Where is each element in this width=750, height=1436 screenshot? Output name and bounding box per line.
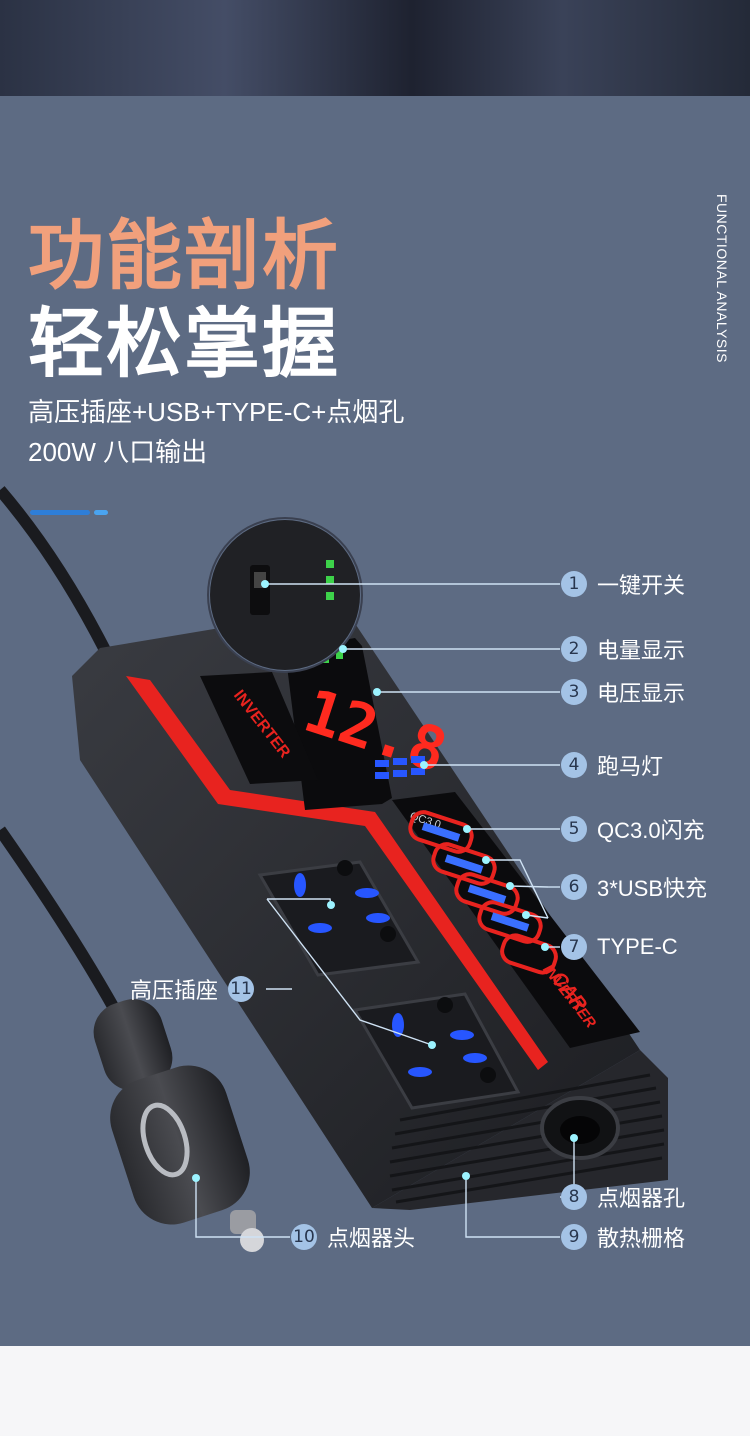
callout-power-switch: 1 一键开关: [561, 569, 685, 599]
top-photo-strip: [0, 0, 750, 96]
accent-bar: [30, 510, 90, 515]
callout-label: 电压显示: [597, 681, 686, 706]
callout-number: 9: [561, 1224, 587, 1250]
callout-running-light: 4 跑马灯: [561, 750, 663, 780]
callout-label: 3*USB快充: [597, 876, 708, 901]
callout-lighter-socket: 8 点烟器孔: [561, 1182, 685, 1212]
power-cable: [0, 486, 116, 663]
switch-inset: [207, 517, 363, 673]
cigarette-plug-head: [93, 999, 264, 1252]
callout-number: 1: [561, 571, 587, 597]
callout-label: 点烟器孔: [597, 1186, 686, 1211]
callout-label: 高压插座: [130, 978, 219, 1003]
accent-bar-dot: [94, 510, 108, 515]
callout-number: 6: [561, 874, 587, 900]
subtitle-line-2: 200W 八口输出: [28, 437, 208, 467]
callout-qc-charge: 5 QC3.0闪充: [561, 814, 705, 844]
callout-type-c: 7 TYPE-C: [561, 932, 678, 962]
callout-number: 4: [561, 752, 587, 778]
callout-number: 5: [561, 816, 587, 842]
callout-number: 2: [561, 636, 587, 662]
callout-label: 跑马灯: [597, 754, 664, 779]
callout-label: 点烟器头: [327, 1226, 416, 1251]
callout-ac-socket: 高压插座 11: [130, 974, 255, 1004]
callout-number: 7: [561, 934, 587, 960]
callout-number: 3: [561, 679, 587, 705]
title-line-1: 功能剖析: [28, 214, 340, 299]
callout-number: 8: [561, 1184, 587, 1210]
callout-label: QC3.0闪充: [597, 818, 705, 843]
vertical-caption: FUNCTIONAL ANALYSIS: [714, 194, 730, 363]
inverter-body: 12.8 INVERTER QC3.0 CAR INVERTER: [72, 608, 668, 1210]
callout-label: 电量显示: [597, 638, 686, 663]
callout-number: 10: [291, 1224, 317, 1250]
callout-label: 散热栅格: [597, 1226, 686, 1251]
callout-label: 一键开关: [597, 573, 686, 598]
callout-plug-head: 10 点烟器头: [291, 1222, 415, 1252]
ac-socket-upper: [257, 860, 421, 977]
title-line-2: 轻松掌握: [28, 302, 340, 387]
ac-socket-lower: [352, 992, 521, 1110]
callout-usb-charge: 6 3*USB快充: [561, 872, 707, 902]
plug-cable: [0, 826, 121, 1013]
callout-battery-display: 2 电量显示: [561, 634, 685, 664]
callout-label: TYPE-C: [597, 934, 678, 959]
callout-voltage-display: 3 电压显示: [561, 677, 685, 707]
callout-number: 11: [228, 976, 255, 1002]
inverter-illustration: 12.8 INVERTER QC3.0 CAR INVERTER: [0, 486, 668, 1252]
footer-blank: [0, 1346, 750, 1436]
subtitle-line-1: 高压插座+USB+TYPE-C+点烟孔: [28, 397, 405, 427]
callout-heat-grille: 9 散热栅格: [561, 1222, 685, 1252]
